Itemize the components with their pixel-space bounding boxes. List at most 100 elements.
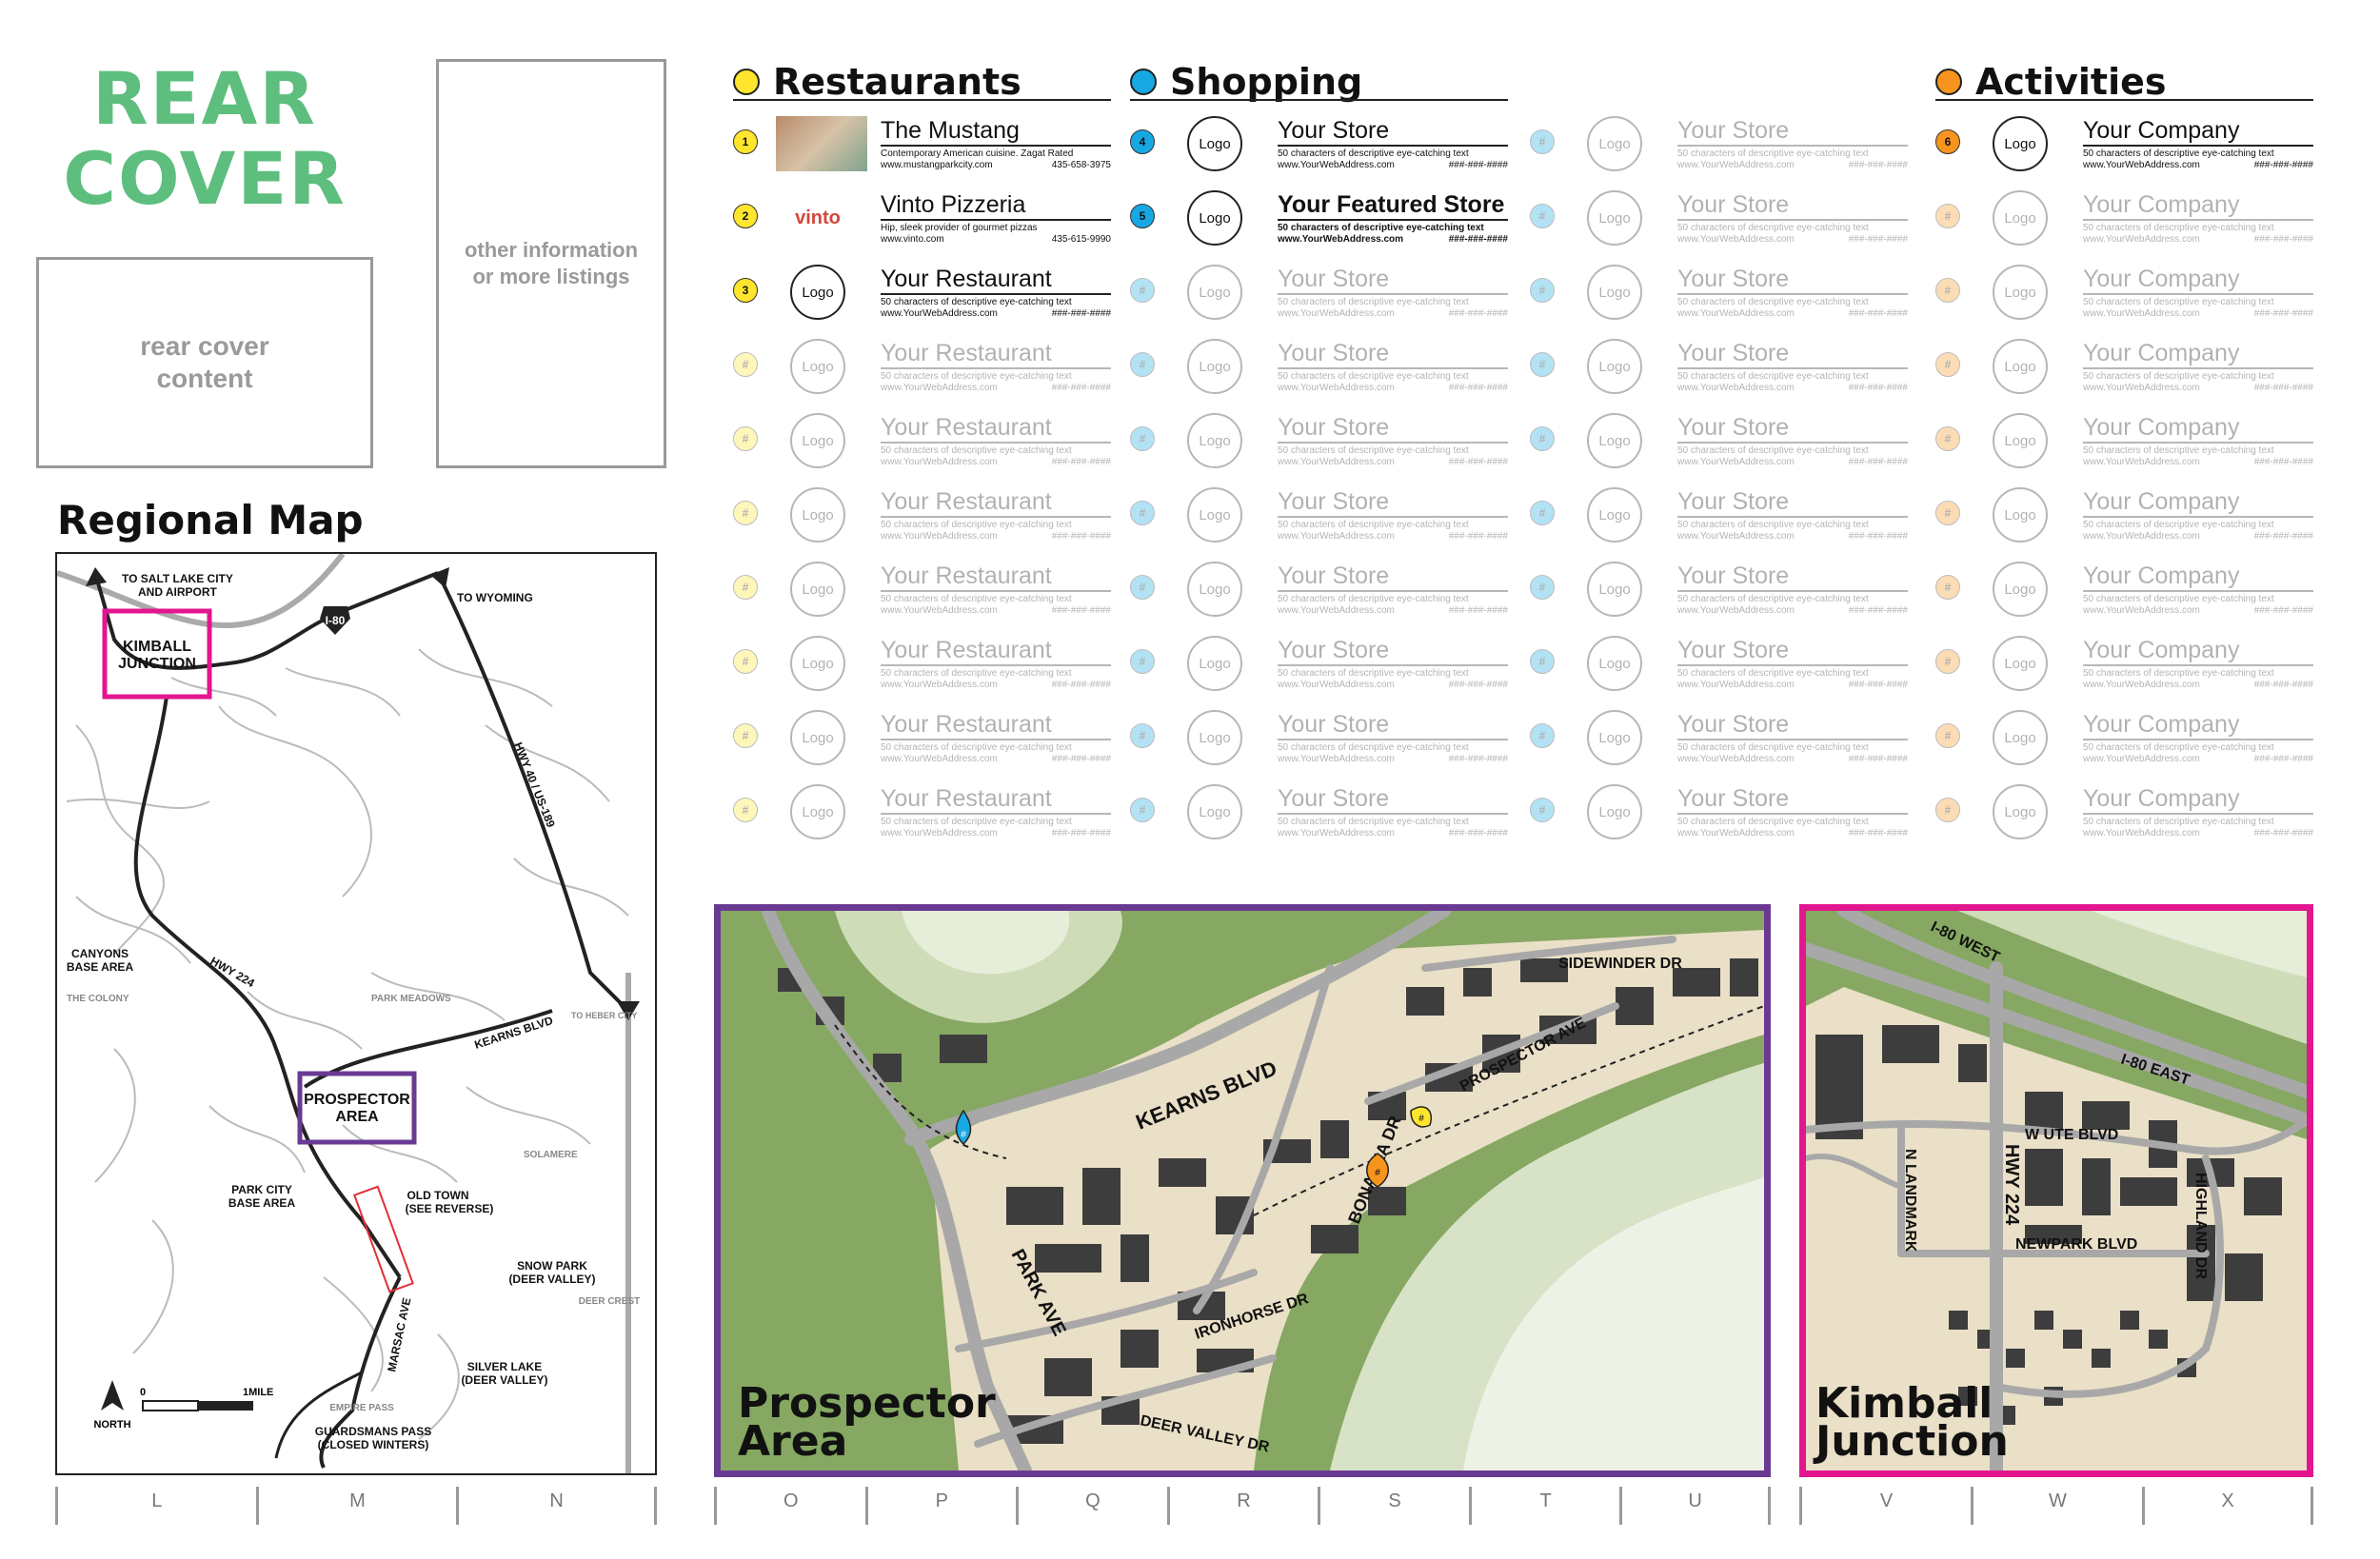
listing-desc-text: 50 characters of descriptive eye-catchin…: [1278, 223, 1484, 233]
old-town-box[interactable]: [353, 1185, 414, 1293]
listing-name: Your Company: [2083, 413, 2313, 444]
listing-number-badge: #: [1935, 723, 1960, 748]
shop-marker[interactable]: #: [955, 1109, 972, 1146]
listing-name: Your Company: [2083, 487, 2313, 518]
regional-map[interactable]: I-80 TO SALT LAKE CITY AND AIRPORT TO WY…: [55, 552, 657, 1475]
street-hwy224: HWY 224: [2001, 1144, 2022, 1226]
listing-phone: ###-###-####: [2253, 754, 2313, 764]
listing-number-badge: #: [733, 798, 758, 822]
listing-logo: [776, 116, 867, 171]
shopping-heading: Shopping: [1130, 61, 1362, 103]
listing-url: www.YourWebAddress.com: [2083, 754, 2200, 764]
activity-marker[interactable]: #: [1366, 1153, 1389, 1188]
listing-number-badge: #: [733, 649, 758, 674]
listing-logo: Logo: [1587, 265, 1642, 320]
listing-desc-text: 50 characters of descriptive eye-catchin…: [1278, 668, 1469, 679]
listing-name: Your Store: [1278, 265, 1508, 295]
listing-phone: ###-###-####: [1448, 383, 1508, 393]
kimball-map-title: Kimball Junction: [1815, 1383, 2009, 1463]
listing-name: Your Store: [1278, 413, 1508, 444]
listing-phone: ###-###-####: [1448, 680, 1508, 690]
listing-url: www.YourWebAddress.com: [881, 383, 998, 393]
listing-phone: ###-###-####: [2253, 457, 2313, 467]
shop-marker-label: #: [961, 1130, 966, 1140]
listing-desc-text: 50 characters of descriptive eye-catchin…: [2083, 817, 2274, 827]
listing-phone: ###-###-####: [1448, 531, 1508, 542]
activities-rule: [1935, 99, 2313, 101]
listing-description: 50 characters of descriptive eye-catchin…: [1677, 742, 1908, 765]
listing-description: 50 characters of descriptive eye-catchin…: [2083, 817, 2313, 839]
listing-description: 50 characters of descriptive eye-catchin…: [881, 297, 1111, 320]
rest-marker-label: #: [1418, 1114, 1424, 1124]
prospector-area-box[interactable]: [297, 1071, 417, 1145]
listing-description: 50 characters of descriptive eye-catchin…: [1278, 668, 1508, 691]
grid-column-label: R: [1166, 1487, 1319, 1525]
listing-url: www.YourWebAddress.com: [1278, 531, 1395, 542]
listing-phone: ###-###-####: [1448, 160, 1508, 170]
listing-number-badge: #: [1935, 649, 1960, 674]
listing-number-badge: #: [1530, 723, 1555, 748]
listing-url: www.YourWebAddress.com: [1278, 383, 1395, 393]
listing-logo: Logo: [1187, 190, 1242, 246]
listing-desc-text: 50 characters of descriptive eye-catchin…: [2083, 297, 2274, 307]
listing-phone: ###-###-####: [1051, 308, 1111, 319]
listing-description: 50 characters of descriptive eye-catchin…: [881, 668, 1111, 691]
kimball-junction-box[interactable]: [102, 608, 212, 700]
regional-map-labels: TO SALT LAKE CITY AND AIRPORT TO WYOMING…: [67, 572, 640, 1451]
listing-number-badge: 4: [1130, 129, 1155, 154]
prospector-map[interactable]: KEARNS BLVD SIDEWINDER DR PROSPECTOR AVE…: [714, 904, 1771, 1477]
rear-cover-title-line1: REAR: [92, 56, 317, 141]
restaurant-marker[interactable]: #: [1410, 1106, 1432, 1128]
prospector-title-line2: Area: [738, 1417, 848, 1466]
listing-name: Your Restaurant: [881, 339, 1111, 369]
kimball-map[interactable]: I-80 WEST I-80 EAST W UTE BLVD N LANDMAR…: [1799, 904, 2313, 1477]
listing-desc-text: 50 characters of descriptive eye-catchin…: [2083, 520, 2274, 530]
i80-route: [93, 571, 439, 670]
listing-description: 50 characters of descriptive eye-catchin…: [881, 445, 1111, 468]
listing-url: www.YourWebAddress.com: [2083, 457, 2200, 467]
listing-phone: ###-###-####: [1848, 754, 1908, 764]
act-marker-label: #: [1375, 1168, 1380, 1178]
